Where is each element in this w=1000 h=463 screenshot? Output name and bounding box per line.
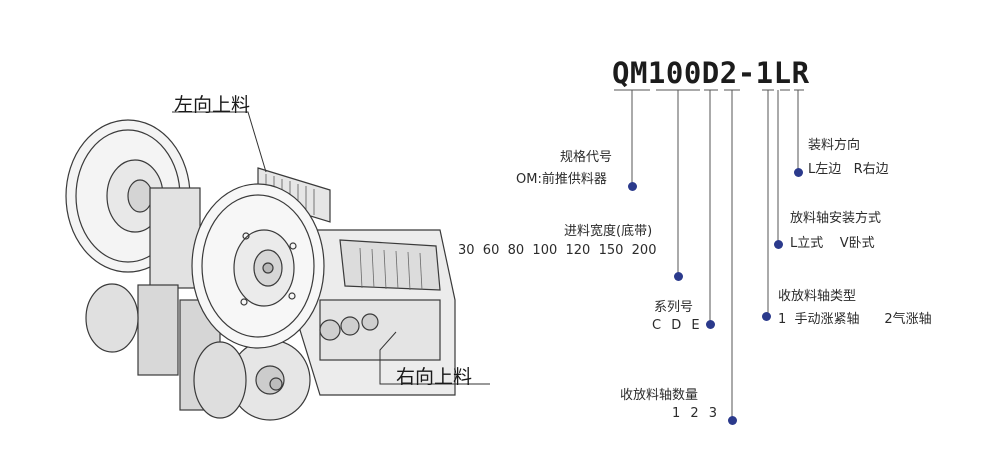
spec-code-value: OM:前推供料器	[516, 172, 607, 187]
shaft-count-value: 1 2 3	[672, 406, 721, 421]
shaft-type-title: 收放料轴类型	[778, 289, 857, 304]
mount-style-value: L立式 V卧式	[790, 236, 875, 251]
shaft-type-value: 1 手动涨紧轴 2气涨轴	[778, 312, 932, 327]
series-value: C D E	[652, 318, 703, 333]
marker-dot-series	[706, 320, 715, 329]
feed-width-title: 进料宽度(底带)	[564, 224, 653, 239]
mount-style-title: 放料轴安装方式	[790, 211, 882, 226]
shaft-count-title: 收放料轴数量	[620, 388, 699, 403]
marker-dot-shaft-type	[762, 312, 771, 321]
marker-dot-feed-width	[674, 272, 683, 281]
left-feed-leader	[172, 111, 267, 173]
feed-width-values: 30 60 80 100 120 150 200	[458, 243, 657, 258]
left-feed-label: 左向上料	[174, 94, 251, 116]
load-direction-value: L左边 R右边	[808, 162, 889, 177]
load-direction-title: 装料方向	[808, 138, 861, 153]
feeder-machine-illustration	[65, 111, 490, 421]
right-feed-leader	[379, 331, 490, 385]
marker-dot-spec-code	[628, 182, 637, 191]
marker-dot-shaft-count	[728, 416, 737, 425]
series-title: 系列号	[654, 300, 694, 315]
right-feed-label: 右向上料	[396, 366, 473, 388]
marker-dot-load-direction	[794, 168, 803, 177]
spec-code-title: 规格代号	[560, 150, 613, 165]
marker-dot-mount-style	[774, 240, 783, 249]
model-code: QM100D2-1LR	[612, 56, 810, 90]
